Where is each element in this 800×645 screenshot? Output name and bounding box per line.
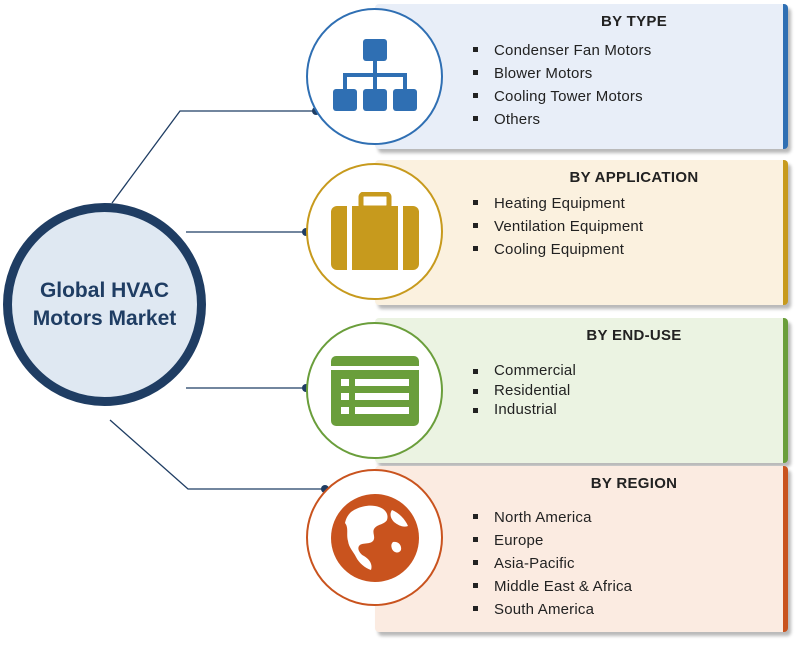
segment-list: North America Europe Asia-Pacific Middle… xyxy=(473,506,632,621)
list-item: Industrial xyxy=(473,400,576,420)
list-item: Heating Equipment xyxy=(473,192,643,215)
list-item: Asia-Pacific xyxy=(473,552,632,575)
list-item: South America xyxy=(473,598,632,621)
icon-ring-type xyxy=(306,8,443,145)
list-item: Condenser Fan Motors xyxy=(473,39,651,62)
connector-region xyxy=(109,419,325,490)
globe-icon xyxy=(330,493,419,582)
hierarchy-icon xyxy=(332,38,417,111)
segment-panel-application: BY APPLICATION Heating Equipment Ventila… xyxy=(375,160,788,305)
list-window-icon xyxy=(330,355,419,426)
list-item: Middle East & Africa xyxy=(473,575,632,598)
list-item: Commercial xyxy=(473,361,576,381)
list-item: Cooling Equipment xyxy=(473,238,643,261)
list-item: Cooling Tower Motors xyxy=(473,85,651,108)
segment-heading: BY TYPE xyxy=(600,13,667,30)
segment-panel-region: BY REGION North America Europe Asia-Paci… xyxy=(375,466,788,632)
list-item: Europe xyxy=(473,529,632,552)
segment-list: Heating Equipment Ventilation Equipment … xyxy=(473,192,643,261)
hub-circle: Global HVAC Motors Market xyxy=(3,203,206,406)
icon-ring-region xyxy=(306,469,443,606)
briefcase-icon xyxy=(330,191,419,270)
segment-panel-end-use: BY END-USE Commercial Residential Indust… xyxy=(375,318,788,463)
hub-title: Global HVAC Motors Market xyxy=(32,278,177,330)
list-item: Blower Motors xyxy=(473,62,651,85)
segment-heading: BY APPLICATION xyxy=(569,169,699,186)
icon-ring-application xyxy=(306,163,443,300)
segment-panel-type: BY TYPE Condenser Fan Motors Blower Moto… xyxy=(375,4,788,149)
segment-heading: BY END-USE xyxy=(586,327,682,344)
list-item: Others xyxy=(473,108,651,131)
list-item: North America xyxy=(473,506,632,529)
icon-ring-end-use xyxy=(306,322,443,459)
connector-type xyxy=(111,110,316,204)
segment-heading: BY REGION xyxy=(590,475,678,492)
segment-list: Commercial Residential Industrial xyxy=(473,361,576,420)
list-item: Residential xyxy=(473,381,576,401)
segment-list: Condenser Fan Motors Blower Motors Cooli… xyxy=(473,39,651,131)
list-item: Ventilation Equipment xyxy=(473,215,643,238)
